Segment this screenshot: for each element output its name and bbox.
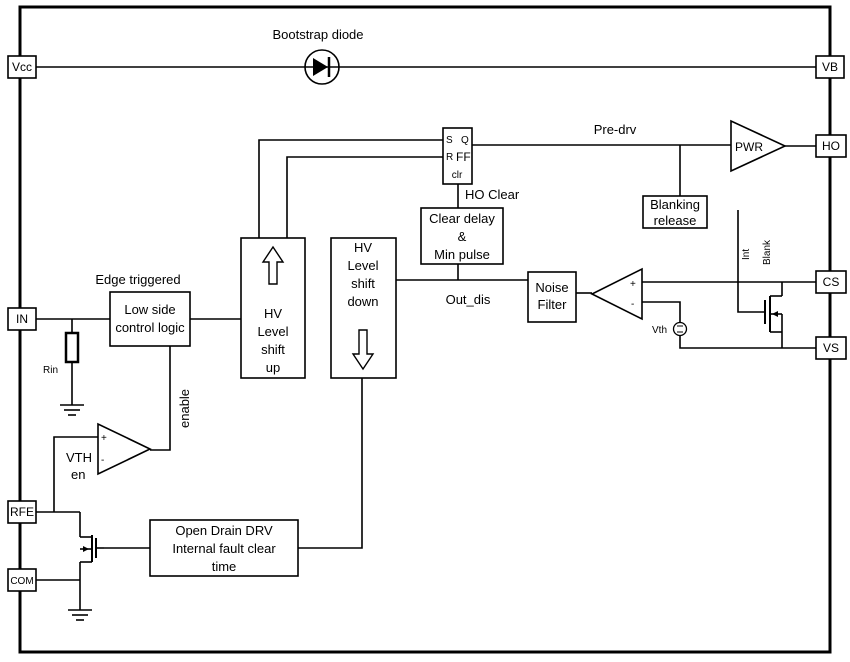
svg-text:FF: FF bbox=[456, 150, 471, 164]
vth-en-label-2: en bbox=[71, 467, 85, 482]
vth-en-label-1: VTH bbox=[66, 450, 92, 465]
svg-text:Open Drain DRV: Open Drain DRV bbox=[175, 523, 273, 538]
enable-label: enable bbox=[177, 389, 192, 428]
int-blank-label-1: Int bbox=[741, 249, 752, 260]
flip-flop: S Q R FF clr bbox=[442, 127, 473, 185]
hv-level-shift-down: HV Level shift down bbox=[330, 237, 397, 379]
svg-text:Q: Q bbox=[461, 135, 469, 146]
svg-text:down: down bbox=[347, 294, 378, 309]
svg-text:control logic: control logic bbox=[115, 320, 185, 335]
svg-text:S: S bbox=[446, 135, 453, 146]
open-drain-drv-block: Open Drain DRV Internal fault clear time bbox=[149, 519, 299, 577]
pin-rfe: RFE bbox=[7, 500, 37, 524]
out-dis-label: Out_dis bbox=[446, 292, 491, 307]
svg-text:Noise: Noise bbox=[535, 280, 568, 295]
svg-text:-: - bbox=[101, 455, 104, 466]
svg-text:RFE: RFE bbox=[10, 505, 34, 519]
pwr-buffer: PWR bbox=[730, 119, 787, 173]
pin-cs: CS bbox=[815, 270, 847, 294]
svg-text:Clear delay: Clear delay bbox=[429, 211, 495, 226]
bootstrap-diode-label: Bootstrap diode bbox=[272, 27, 363, 42]
ground-icon-rin bbox=[60, 404, 84, 416]
pin-in: IN bbox=[7, 307, 37, 331]
svg-text:Min pulse: Min pulse bbox=[434, 247, 490, 262]
blanking-mosfet-symbol bbox=[764, 295, 783, 333]
rin-resistor bbox=[64, 331, 80, 364]
svg-text:&: & bbox=[458, 229, 467, 244]
svg-text:Low side: Low side bbox=[124, 302, 175, 317]
svg-text:Vcc: Vcc bbox=[12, 60, 32, 74]
int-blank-label-2: Blank bbox=[762, 239, 773, 265]
svg-text:HV: HV bbox=[264, 306, 282, 321]
clear-delay-block: Clear delay & Min pulse bbox=[420, 207, 504, 265]
svg-text:Level: Level bbox=[347, 258, 378, 273]
pin-vb: VB bbox=[815, 55, 845, 79]
svg-text:HO: HO bbox=[822, 139, 840, 153]
svg-text:shift: shift bbox=[261, 342, 285, 357]
pin-ho: HO bbox=[815, 134, 847, 158]
enable-comparator: + - bbox=[97, 422, 152, 476]
svg-text:release: release bbox=[654, 213, 697, 228]
svg-text:+: + bbox=[101, 433, 107, 444]
svg-text:+: + bbox=[630, 279, 636, 290]
pin-vcc: Vcc bbox=[7, 55, 37, 79]
noise-filter-block: Noise Filter bbox=[527, 271, 577, 323]
svg-text:COM: COM bbox=[10, 576, 33, 587]
wires bbox=[36, 66, 816, 610]
svg-text:-: - bbox=[631, 299, 634, 310]
svg-text:Blanking: Blanking bbox=[650, 197, 700, 212]
svg-text:R: R bbox=[446, 152, 453, 163]
svg-text:VB: VB bbox=[822, 60, 838, 74]
pre-drv-label: Pre-drv bbox=[594, 122, 637, 137]
svg-text:HV: HV bbox=[354, 240, 372, 255]
hv-level-shift-up: HV Level shift up bbox=[240, 237, 306, 379]
blanking-release-block: Blanking release bbox=[642, 195, 708, 229]
ho-clear-label: HO Clear bbox=[465, 187, 520, 202]
svg-text:CS: CS bbox=[823, 275, 840, 289]
cs-comparator: + - bbox=[590, 267, 643, 321]
svg-text:VS: VS bbox=[823, 341, 839, 355]
pin-com: COM bbox=[7, 568, 37, 592]
pin-vs: VS bbox=[815, 336, 847, 360]
bootstrap-diode-symbol bbox=[304, 49, 340, 85]
rin-label: Rin bbox=[43, 365, 58, 376]
svg-text:IN: IN bbox=[16, 312, 28, 326]
svg-text:up: up bbox=[266, 360, 280, 375]
svg-text:Filter: Filter bbox=[538, 297, 568, 312]
svg-text:Internal fault clear: Internal fault clear bbox=[172, 541, 276, 556]
svg-text:shift: shift bbox=[351, 276, 375, 291]
low-side-logic-block: Low side control logic bbox=[109, 291, 191, 347]
rfe-mosfet-symbol bbox=[80, 535, 104, 563]
svg-text:time: time bbox=[212, 559, 237, 574]
svg-text:clr: clr bbox=[452, 170, 463, 181]
vth-source-symbol bbox=[672, 321, 688, 337]
svg-text:Level: Level bbox=[257, 324, 288, 339]
vth-label: Vth bbox=[652, 325, 667, 336]
svg-text:PWR: PWR bbox=[735, 140, 763, 154]
ground-icon-com bbox=[68, 609, 92, 621]
edge-triggered-label: Edge triggered bbox=[95, 272, 180, 287]
